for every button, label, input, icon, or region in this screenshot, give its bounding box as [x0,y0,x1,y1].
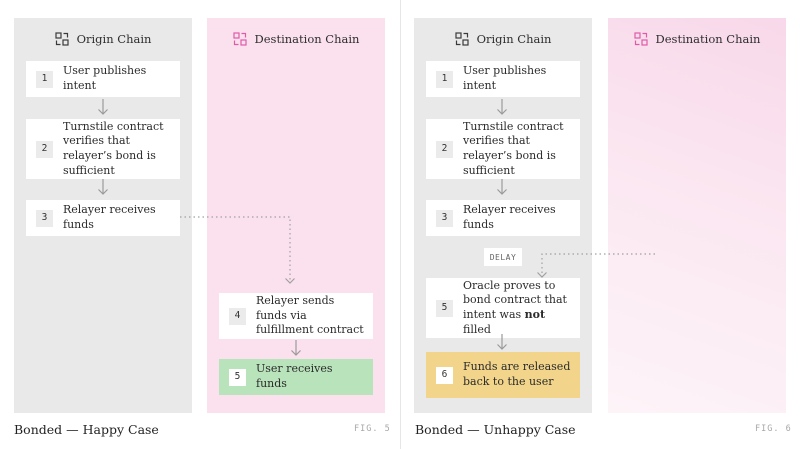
step-number: 5 [229,368,246,386]
step-number: 4 [229,307,246,325]
origin-chain-label: Origin Chain [476,32,552,46]
step-text: Relayer receives funds [463,203,556,231]
chain-icon-destination [633,32,648,46]
step-number: 1 [36,70,53,88]
step-number: 3 [36,209,53,227]
step-number: 3 [436,209,453,227]
step-text-part: filled [463,322,491,336]
step-text: Relayer receives funds [63,203,156,231]
step-2-card: 2 Turnstile contract verifies that relay… [426,119,580,179]
step-number: 5 [436,299,453,317]
chain-icon-origin [54,32,69,46]
step-number: 1 [436,70,453,88]
chain-icon-destination [232,32,247,46]
step-text: User publishes intent [463,64,547,92]
figure-caption: Bonded — Happy Case [14,422,159,437]
destination-chain-column: Destination Chain [608,18,786,413]
origin-chain-column: Origin Chain 1 User publishes intent 2 T… [14,18,192,413]
step-text-emphasis: not [524,308,546,321]
step-text: User publishes intent [63,64,147,92]
step-6-refund-card: 6 Funds are released back to the user [426,352,580,398]
delay-badge: DELAY [484,248,522,266]
origin-chain-column: Origin Chain 1 User publishes intent 2 T… [414,18,592,413]
figure-happy-case: Origin Chain 1 User publishes intent 2 T… [0,0,399,449]
destination-chain-header: Destination Chain [608,32,786,46]
step-2-card: 2 Turnstile contract verifies that relay… [26,119,180,179]
destination-chain-label: Destination Chain [655,32,761,46]
step-text: User receives funds [256,362,333,390]
step-1-card: 1 User publishes intent [426,61,580,97]
destination-chain-column: Destination Chain 4 Relayer sends funds … [207,18,385,413]
destination-chain-label: Destination Chain [254,32,360,46]
chain-icon-origin [454,32,469,46]
origin-chain-header: Origin Chain [14,32,192,46]
step-text: Oracle proves to bond contract that inte… [463,279,580,337]
step-text: Turnstile contract verifies that relayer… [63,119,164,177]
step-3-card: 3 Relayer receives funds [426,200,580,236]
step-5-success-card: 5 User receives funds [219,359,373,395]
step-text-part: Oracle proves to bond contract that inte… [463,278,567,321]
step-1-card: 1 User publishes intent [26,61,180,97]
figure-unhappy-case: Origin Chain 1 User publishes intent 2 T… [400,0,800,449]
step-text: Funds are released back to the user [463,360,571,388]
step-4-card: 4 Relayer sends funds via fulfillment co… [219,293,373,339]
step-text: Turnstile contract verifies that relayer… [463,119,564,177]
step-5-card: 5 Oracle proves to bond contract that in… [426,278,580,338]
destination-chain-header: Destination Chain [207,32,385,46]
step-3-card: 3 Relayer receives funds [26,200,180,236]
figure-caption: Bonded — Unhappy Case [415,422,576,437]
step-number: 2 [436,140,453,158]
origin-chain-header: Origin Chain [414,32,592,46]
origin-chain-label: Origin Chain [76,32,152,46]
step-text: Relayer sends funds via fulfillment cont… [256,294,364,337]
step-number: 6 [436,366,453,384]
figure-number: FIG. 6 [755,424,792,434]
figure-number: FIG. 5 [354,424,391,434]
step-number: 2 [36,140,53,158]
